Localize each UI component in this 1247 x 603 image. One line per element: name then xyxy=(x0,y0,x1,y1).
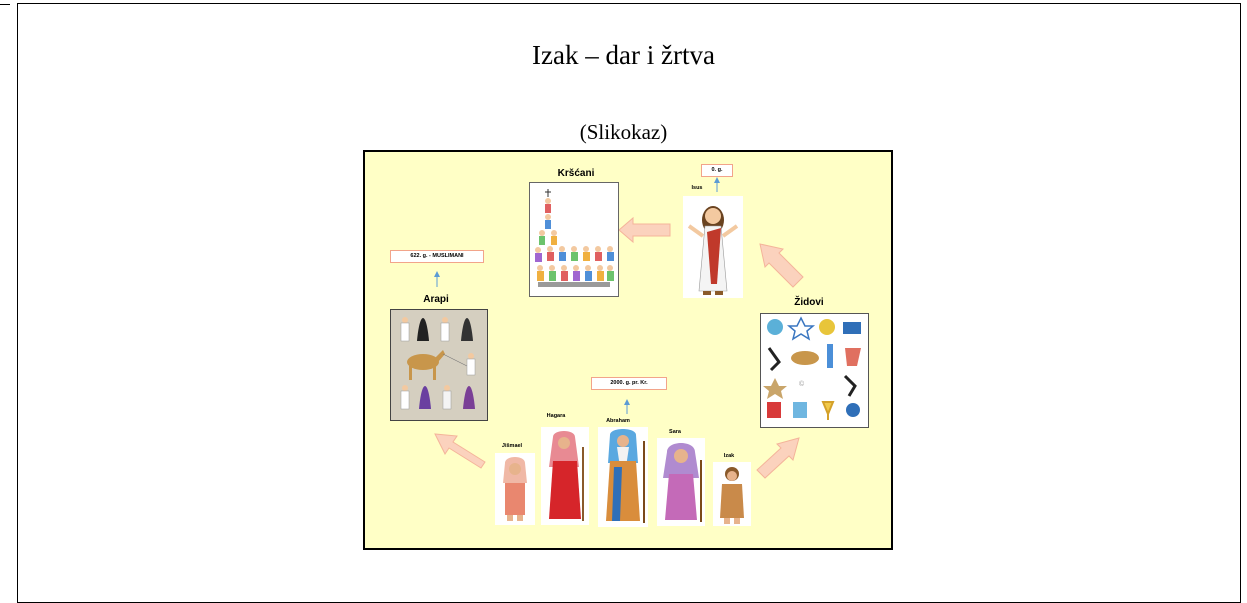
sarah-figure-illustration xyxy=(663,443,702,522)
abraham-picture xyxy=(598,427,648,527)
jismael-picture xyxy=(495,453,535,525)
jewish-symbols-illustration: © xyxy=(763,316,861,420)
arrow-to-arapi xyxy=(434,433,486,469)
zidovi-picture: © xyxy=(760,313,869,428)
krscani-picture xyxy=(529,182,619,297)
isaac-figure-illustration xyxy=(720,467,744,524)
group-label-arapi: Arapi xyxy=(423,294,449,305)
figure-label-abraham: Abraham xyxy=(606,418,630,424)
arapi-picture xyxy=(390,309,488,421)
arrow-to-isus xyxy=(759,243,804,288)
page-subtitle: (Slikokaz) xyxy=(579,120,668,144)
izak-picture xyxy=(713,462,751,526)
date-label-abraham: 2000. g. pr. Kr. xyxy=(591,377,667,390)
people-tower-illustration xyxy=(535,189,614,287)
page-title: Izak – dar i žrtva xyxy=(532,40,715,70)
arrow-to-zidovi xyxy=(756,437,800,479)
diagram-arrows xyxy=(434,177,804,479)
hagar-figure-illustration xyxy=(549,431,584,521)
figure-label-jismael: Jišmael xyxy=(501,443,523,449)
date-label-isus: 0. g. xyxy=(701,164,733,177)
slideshow-image: Kršćani 0. g. I xyxy=(363,150,893,550)
jesus-figure-illustration xyxy=(687,206,739,295)
date-label-muslimani: 622. g. - MUSLIMANI xyxy=(390,250,484,263)
arab-people-illustration xyxy=(400,317,476,410)
arrow-to-krscani xyxy=(618,216,671,244)
group-label-zidovi: Židovi xyxy=(794,297,824,308)
figure-label-sara: Sara xyxy=(669,429,681,435)
figure-label-isus: Isus xyxy=(691,185,703,191)
sara-picture xyxy=(657,438,705,526)
svg-text:©: © xyxy=(799,380,805,388)
figure-label-izak: Izak xyxy=(723,453,735,459)
group-label-krscani: Kršćani xyxy=(557,168,595,179)
figure-label-hagara: Hagara xyxy=(546,413,566,419)
hagara-picture xyxy=(541,427,589,525)
page-edge-mark xyxy=(0,0,10,5)
abraham-figure-illustration xyxy=(606,429,645,523)
ishmael-figure-illustration xyxy=(503,457,527,521)
isus-picture xyxy=(683,196,743,298)
